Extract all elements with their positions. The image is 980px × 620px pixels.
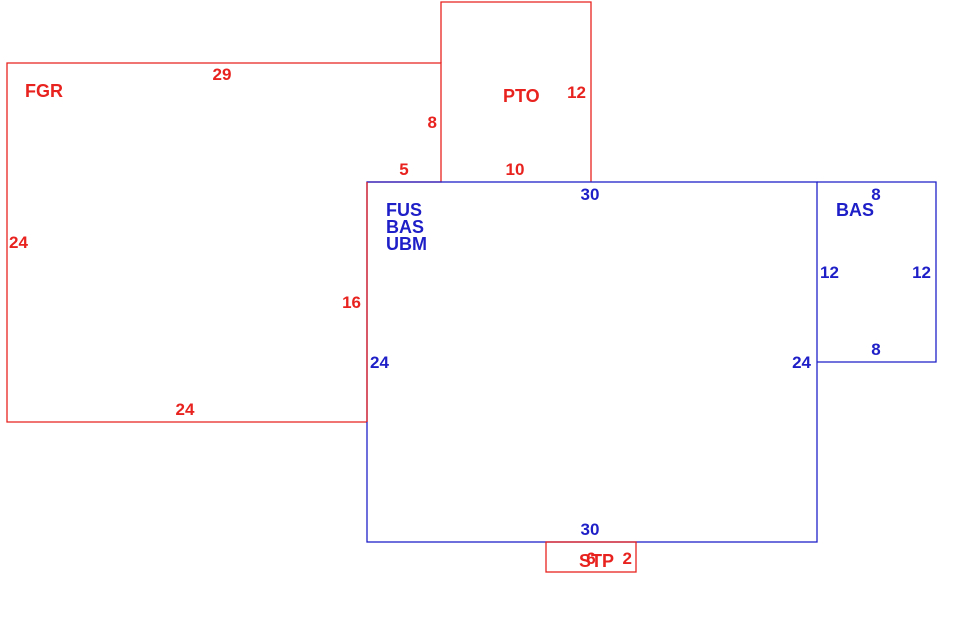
pto-right-dimension: 12 xyxy=(567,83,586,102)
fus-label: FUS xyxy=(386,200,422,220)
ubm-label: UBM xyxy=(386,234,427,254)
stp-width-dimension: 6 xyxy=(586,549,595,568)
side-top-dimension: 8 xyxy=(871,185,880,204)
stp-label: STP xyxy=(579,551,614,571)
fgr-label: FGR xyxy=(25,81,63,101)
fgr-top-dimension: 29 xyxy=(213,65,232,84)
fgr-left-dimension: 24 xyxy=(9,233,28,252)
bas-label-side: BAS xyxy=(836,200,874,220)
main-top-dimension: 30 xyxy=(581,185,600,204)
side-left-dimension: 12 xyxy=(820,263,839,282)
fgr-right-lower-dimension: 16 xyxy=(342,293,361,312)
main-left-dimension: 24 xyxy=(370,353,389,372)
fgr-bottom-dimension: 24 xyxy=(176,400,195,419)
pto-label: PTO xyxy=(503,86,540,106)
main-right-dimension: 24 xyxy=(792,353,811,372)
bas-label-main: BAS xyxy=(386,217,424,237)
pto-outline xyxy=(440,1,592,182)
side-bas-outline xyxy=(817,181,937,363)
stp-outline xyxy=(545,541,637,573)
pto-bottom-dimension: 10 xyxy=(506,160,525,179)
side-bottom-dimension: 8 xyxy=(871,340,880,359)
fgr-right-upper-dimension: 8 xyxy=(428,113,437,132)
stp-height-dimension: 2 xyxy=(623,549,632,568)
main-building-outline xyxy=(366,181,818,543)
main-bottom-dimension: 30 xyxy=(581,520,600,539)
side-right-dimension: 12 xyxy=(912,263,931,282)
fgr-step-dimension: 5 xyxy=(399,160,408,179)
